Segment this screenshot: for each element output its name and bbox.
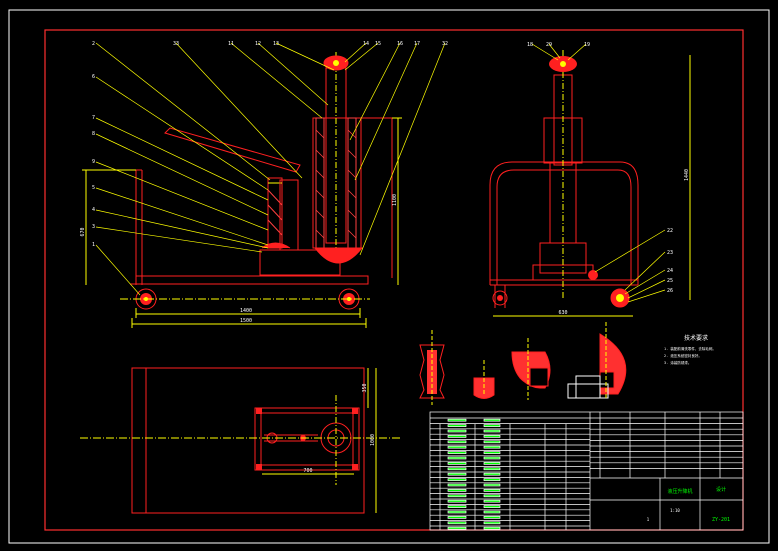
parts-cell-mark bbox=[483, 516, 501, 519]
side-view: 630 1440 18 29 19 22 23 24 25 26 bbox=[489, 42, 691, 317]
dim-side-height: 1440 bbox=[684, 169, 690, 181]
parts-cell-mark bbox=[483, 418, 501, 422]
svg-text:26: 26 bbox=[667, 288, 673, 294]
svg-text:2: 2 bbox=[92, 41, 95, 47]
svg-text:4: 4 bbox=[92, 207, 95, 213]
parts-cell-mark bbox=[483, 424, 501, 427]
parts-cell-mark bbox=[447, 424, 467, 427]
svg-text:32: 32 bbox=[442, 41, 448, 47]
parts-cell-mark bbox=[483, 510, 501, 514]
drawing-no: ZY-201 bbox=[712, 517, 730, 523]
svg-text:17: 17 bbox=[414, 41, 420, 47]
parts-cell-mark bbox=[447, 494, 467, 498]
technical-notes: 技术要求 1. 装配前清洗零件，去除毛刺。 2. 液压系统密封良好。 3. 涂装… bbox=[664, 334, 716, 365]
parts-cell-mark bbox=[447, 478, 467, 481]
parts-cell-mark bbox=[483, 505, 501, 508]
notes-title: 技术要求 bbox=[684, 334, 708, 342]
front-view: 1400 1500 670 1100 bbox=[80, 41, 448, 328]
dim-plan-a: 350 bbox=[362, 383, 368, 392]
svg-text:11: 11 bbox=[228, 41, 234, 47]
parts-cell-mark bbox=[447, 489, 467, 492]
svg-text:33: 33 bbox=[173, 41, 179, 47]
svg-text:24: 24 bbox=[667, 268, 673, 274]
parts-cell-mark bbox=[447, 429, 467, 433]
svg-text:9: 9 bbox=[92, 159, 95, 165]
drawing-name: 液压升降机 bbox=[667, 488, 692, 495]
svg-text:5: 5 bbox=[92, 185, 95, 191]
parts-cell-mark bbox=[483, 494, 501, 498]
parts-cell-mark bbox=[483, 472, 501, 476]
sheet-border-inner bbox=[44, 29, 744, 531]
parts-cell-mark bbox=[447, 451, 467, 454]
parts-cell-mark bbox=[447, 472, 467, 476]
dim-front-width-overall: 1500 bbox=[240, 318, 252, 324]
parts-cell-mark bbox=[483, 451, 501, 454]
note-1: 1. 装配前清洗零件，去除毛刺。 bbox=[664, 346, 716, 351]
dim-plan-b: 700 bbox=[303, 468, 312, 474]
svg-text:23: 23 bbox=[667, 250, 673, 256]
sheet-border-outer bbox=[8, 9, 770, 544]
note-2: 2. 液压系统密封良好。 bbox=[664, 353, 702, 358]
parts-cell-mark bbox=[483, 483, 501, 487]
parts-cell-mark bbox=[447, 505, 467, 508]
dim-side-width: 630 bbox=[558, 310, 567, 316]
dim-front-height: 1100 bbox=[392, 194, 398, 206]
parts-cell-mark bbox=[447, 456, 467, 460]
parts-cell-mark bbox=[447, 440, 467, 444]
dim-front-width: 1400 bbox=[240, 308, 252, 314]
dim-front-height-left: 670 bbox=[80, 227, 86, 236]
parts-cell-mark bbox=[447, 526, 467, 530]
svg-text:15: 15 bbox=[375, 41, 381, 47]
sheet-label: 1 bbox=[647, 517, 650, 522]
parts-cell-mark bbox=[447, 516, 467, 519]
parts-cell-mark bbox=[483, 445, 501, 449]
note-3: 3. 涂装防锈漆。 bbox=[664, 360, 691, 365]
svg-text:19: 19 bbox=[584, 42, 590, 48]
parts-cell-mark bbox=[447, 510, 467, 514]
parts-cell-mark bbox=[483, 467, 501, 471]
svg-text:8: 8 bbox=[92, 131, 95, 137]
parts-cell-mark bbox=[483, 440, 501, 444]
svg-text:22: 22 bbox=[667, 228, 673, 234]
parts-cell-mark bbox=[483, 462, 501, 465]
svg-text:16: 16 bbox=[397, 41, 403, 47]
company-label: 设计 bbox=[716, 486, 726, 493]
parts-cell-mark bbox=[447, 483, 467, 487]
svg-text:25: 25 bbox=[667, 278, 673, 284]
parts-cell-mark bbox=[447, 435, 467, 438]
detail-sections bbox=[419, 322, 627, 405]
parts-cell-mark bbox=[483, 526, 501, 530]
parts-cell-mark bbox=[447, 521, 467, 525]
svg-text:18: 18 bbox=[527, 42, 533, 48]
parts-cell-mark bbox=[447, 418, 467, 422]
parts-cell-mark bbox=[483, 499, 501, 503]
parts-list: 液压升降机 设计 ZY-201 1:10 1 bbox=[429, 411, 744, 531]
parts-cell-mark bbox=[483, 435, 501, 438]
plan-view: 700 350 1000 bbox=[80, 367, 400, 514]
svg-text:13: 13 bbox=[273, 41, 279, 47]
parts-cell-mark bbox=[447, 445, 467, 449]
parts-cell-mark bbox=[447, 462, 467, 465]
svg-text:12: 12 bbox=[255, 41, 261, 47]
svg-text:29: 29 bbox=[546, 42, 552, 48]
svg-text:7: 7 bbox=[92, 115, 95, 121]
svg-text:6: 6 bbox=[92, 74, 95, 80]
scale-label: 1:10 bbox=[670, 508, 680, 513]
dim-plan-width: 1000 bbox=[370, 434, 376, 446]
svg-text:14: 14 bbox=[363, 41, 369, 47]
parts-cell-mark bbox=[483, 456, 501, 460]
parts-cell-mark bbox=[483, 489, 501, 492]
svg-text:3: 3 bbox=[92, 224, 95, 230]
parts-cell-mark bbox=[483, 521, 501, 525]
parts-cell-mark bbox=[447, 499, 467, 503]
parts-cell-mark bbox=[447, 467, 467, 471]
parts-cell-mark bbox=[483, 429, 501, 433]
svg-text:1: 1 bbox=[92, 242, 95, 248]
parts-cell-mark bbox=[483, 478, 501, 481]
